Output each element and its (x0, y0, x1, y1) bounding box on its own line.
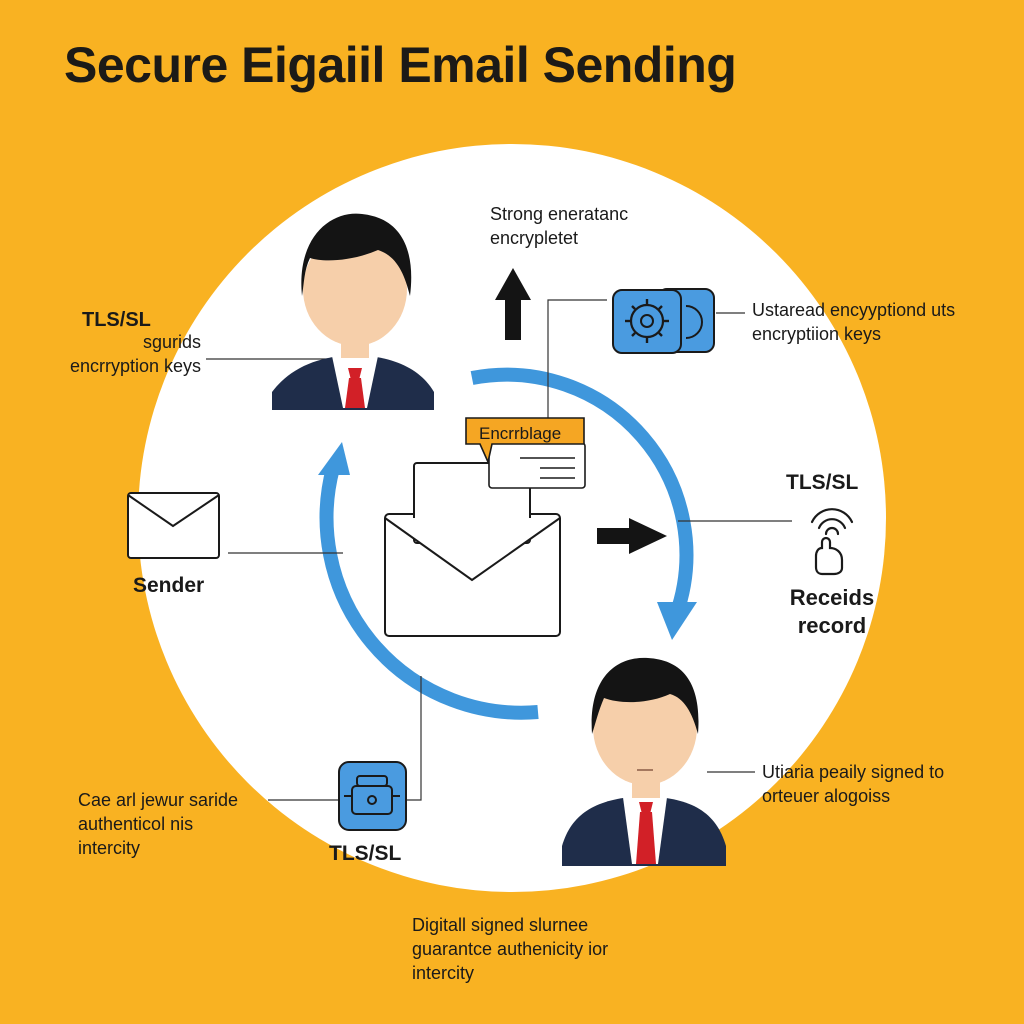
strong-encryption-label: Strong eneratanc encrypletet (490, 204, 629, 248)
gear-key-icon (612, 288, 715, 354)
flow-arrow-right (470, 367, 694, 618)
utiaria-label: Utiaria peaily signed to orteuer alogois… (762, 762, 945, 806)
digitall-signed-label: Digitall signed slurnee guarantce authen… (412, 915, 609, 983)
tls-right-label: TLS/SL (786, 471, 859, 494)
person-bottom-icon (562, 657, 726, 866)
arrow-right-icon (597, 518, 667, 554)
encrblage-tag-label: Encrrblage (479, 424, 562, 443)
connector-lines (206, 299, 792, 801)
tls-bottom-label: TLS/SL (329, 842, 402, 865)
padlock-icon (338, 761, 407, 831)
wireless-hand-icon (810, 508, 854, 576)
flow-arrow-left (319, 466, 539, 720)
person-top-icon (272, 213, 434, 410)
receids-record-label: Receids record (789, 585, 875, 638)
envelope-icon (127, 492, 220, 559)
flow-arrowhead-left (318, 442, 350, 475)
ustaread-label: Ustaread encyyptiond uts encryptiion key… (752, 300, 956, 344)
page-title: Secure Eigaiil Email Sending (64, 37, 737, 93)
care-authenticol-label: Cae arl jewur saride authenticol nis int… (78, 790, 239, 858)
tls-left-label: TLS/SL (82, 309, 151, 331)
encrblage-tag (465, 417, 586, 489)
flow-arrowhead-right (657, 602, 697, 640)
open-envelope-icon (384, 462, 561, 637)
sender-label: Sender (133, 574, 205, 597)
arrow-up-icon (495, 268, 531, 340)
flow-cycle (319, 367, 694, 720)
tls-left-sublabel: sgurids encrryption keys (69, 332, 201, 376)
